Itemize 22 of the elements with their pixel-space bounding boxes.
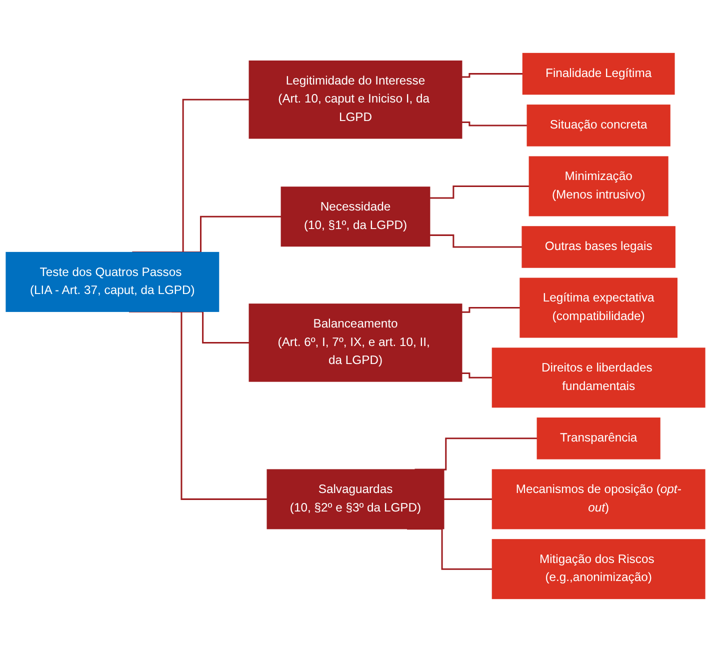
node-box: Mecanismos de oposição (opt-out) xyxy=(492,469,706,530)
node-box: Legítima expectativa (compatibilidade) xyxy=(520,278,678,338)
node-box: Necessidade (10, §1º, da LGPD) xyxy=(280,186,430,247)
node-box: Minimização (Menos intrusivo) xyxy=(528,156,668,216)
connector xyxy=(462,372,492,378)
node-box: Direitos e liberdades fundamentais xyxy=(492,348,706,408)
connector xyxy=(462,121,528,126)
node-box: Legitimidade do Interesse (Art. 10, caput e Iniciso I, da LGPD xyxy=(248,60,462,139)
node-box: Outras bases legais xyxy=(522,226,676,268)
node-box: Finalidade Legítima xyxy=(522,52,675,95)
connector xyxy=(444,498,492,500)
connector xyxy=(430,234,522,248)
node-box: Situação concreta xyxy=(526,104,670,146)
connector xyxy=(407,528,492,570)
connector xyxy=(462,73,523,78)
connector xyxy=(462,307,520,313)
node-box: Teste dos Quatros Passos (LIA - Art. 37, caput, da LGPD) xyxy=(6,252,220,312)
node-box: Salvaguardas (10, §2º e §3º da LGPD) xyxy=(266,469,444,530)
node-box: Mitigação dos Riscos (e.g.,anonimização) xyxy=(492,539,706,600)
node-box: Balanceamento (Art. 6º, I, 7º, IX, e art. 10, II, da LGPD) xyxy=(248,304,462,382)
node-box: Transparência xyxy=(536,418,660,460)
connector xyxy=(430,185,530,199)
